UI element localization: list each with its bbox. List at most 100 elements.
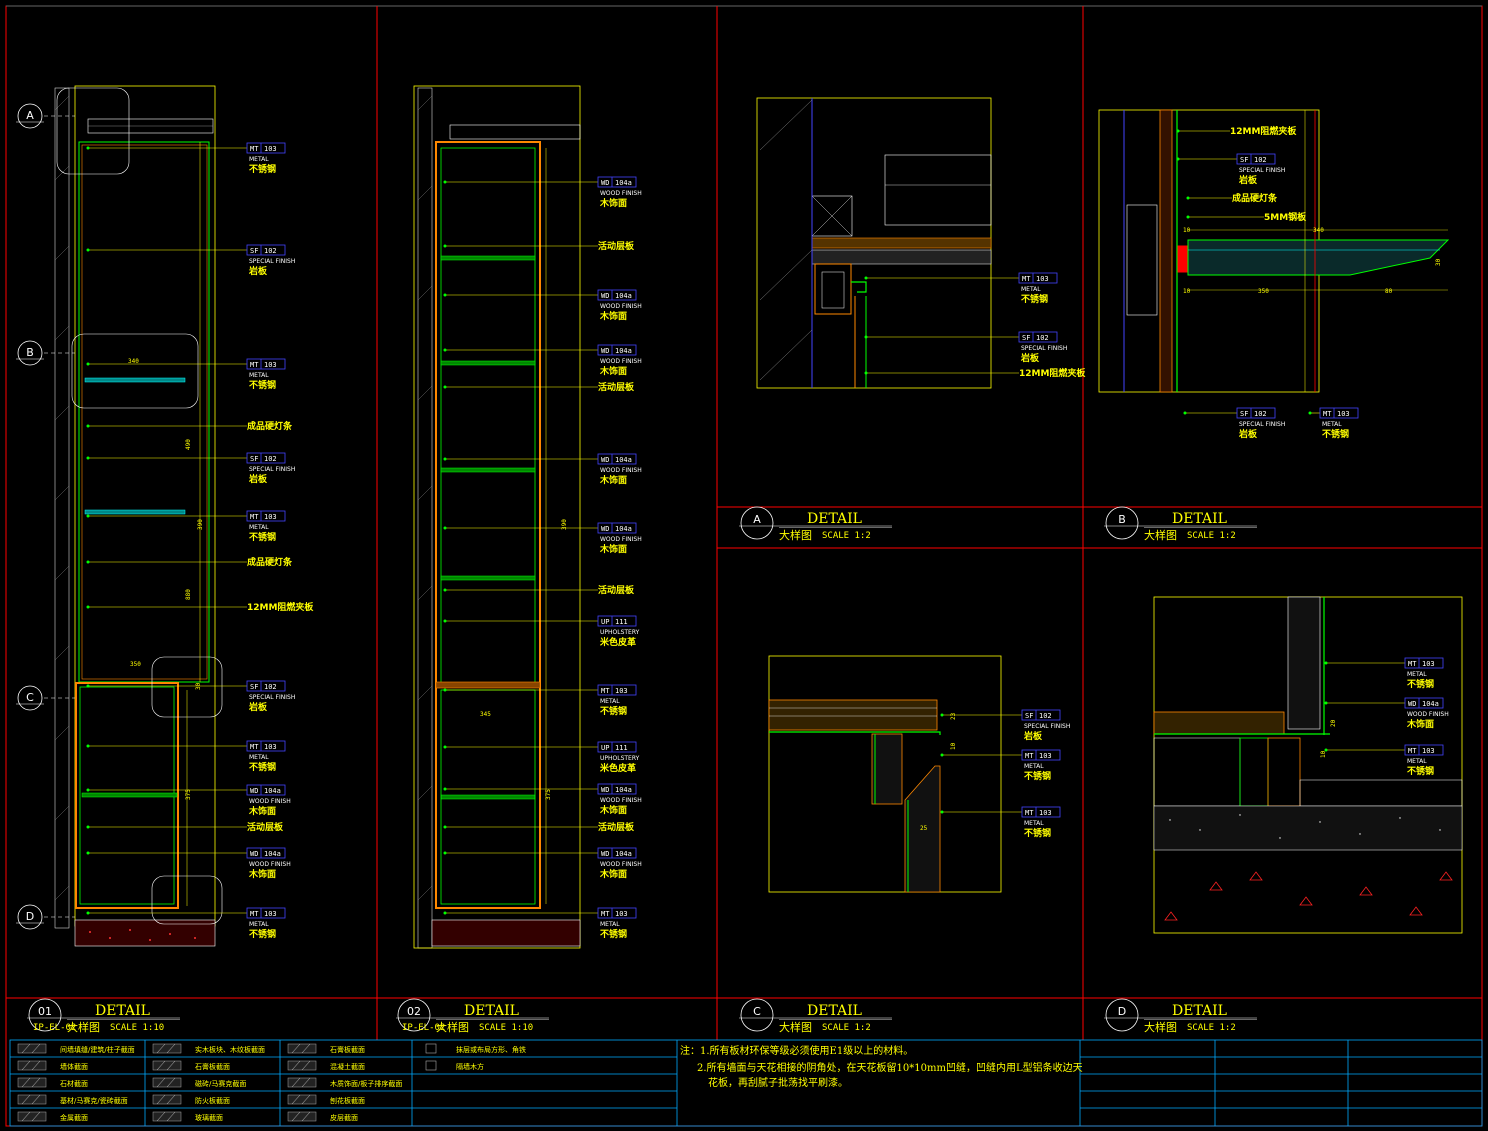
note-label: 活动层板: [598, 381, 635, 393]
dimension-p1-3: 375: [185, 789, 192, 800]
detail-scale: SCALE 1:2: [1187, 1023, 1236, 1033]
material-name-en: SPECIAL FINISH: [249, 694, 295, 701]
panel-01-elevation: [54, 85, 223, 947]
material-name-en: METAL: [249, 921, 269, 928]
material-code: 102: [1254, 410, 1267, 418]
material-tag: WD: [601, 850, 609, 858]
grid-marker-D: D: [16, 904, 75, 930]
material-tag: MT: [250, 743, 259, 751]
material-tag: MT: [1025, 809, 1034, 817]
detail-title-text: DETAIL: [1172, 511, 1227, 527]
legend-entry-8: 木质饰面/板子排序截面: [287, 1077, 402, 1088]
material-tag: SF: [1240, 410, 1248, 418]
legend-text: 石膏板截面: [195, 1062, 230, 1071]
material-tag: SF: [1022, 334, 1030, 342]
pB-label-0: 12MM阻燃夹板: [1176, 125, 1297, 137]
material-tag: MT: [601, 687, 610, 695]
dimension-p1-0: 340: [128, 358, 139, 365]
material-tag: SF: [250, 455, 258, 463]
legend-text: 隔墙木方: [456, 1062, 484, 1071]
detail-number: D: [1118, 1005, 1126, 1018]
legend-entry-12: 金属截面: [17, 1111, 88, 1122]
material-name-cn: 岩板: [248, 473, 268, 485]
dimension-p2-1: 375: [545, 789, 552, 800]
material-code: 102: [264, 683, 277, 691]
detail-ref: IP-EL-02: [402, 1023, 445, 1033]
p1-label-3: 成品硬灯条: [86, 420, 293, 432]
material-code: 103: [264, 145, 277, 153]
material-name-cn: 不锈钢: [249, 379, 276, 391]
material-name-cn: 木饰面: [599, 868, 627, 880]
material-name-en: WOOD FINISH: [600, 467, 642, 474]
legend-entry-2: 石膏板截面: [287, 1043, 365, 1054]
detail-number: A: [753, 513, 761, 526]
p2-label-4: 活动层板: [443, 381, 635, 393]
note-label: 活动层板: [598, 240, 635, 252]
material-name-en: METAL: [1024, 820, 1044, 827]
material-code: 104a: [615, 786, 632, 794]
detail-title-text: DETAIL: [464, 1003, 519, 1019]
material-name-en: SPECIAL FINISH: [249, 466, 295, 473]
material-name-en: UPHOLSTERY: [600, 755, 640, 762]
dimension-pC-0: 23: [950, 712, 957, 720]
legend-text: 石材截面: [60, 1079, 88, 1088]
material-code: 103: [1337, 410, 1350, 418]
material-tag: SF: [250, 683, 258, 691]
legend-text: 实木板块、木纹板截面: [195, 1045, 265, 1054]
material-name-en: UPHOLSTERY: [600, 629, 640, 636]
grid-marker-C: C: [16, 685, 75, 711]
legend-entries: 间墙填缝/建筑/柱子截面实木板块、木纹板截面石膏板截面墙体截面石膏板截面混凝土截…: [17, 1043, 526, 1122]
detail-b-drawing: [1098, 109, 1450, 393]
dimension-pB-2: 80: [1385, 288, 1393, 295]
p1-label-11: 活动层板: [86, 821, 284, 833]
material-code: 102: [1254, 156, 1267, 164]
material-name-cn: 岩板: [248, 701, 268, 713]
legend-entry-0: 间墙填缝/建筑/柱子截面: [17, 1043, 135, 1054]
detail-number: C: [753, 1005, 761, 1018]
material-code: 102: [264, 247, 277, 255]
material-name-en: WOOD FINISH: [600, 861, 642, 868]
material-tag: WD: [601, 456, 609, 464]
legend-entry-16: 隔墙木方: [425, 1060, 484, 1071]
detail-a-drawing: [756, 97, 992, 389]
material-name-cn: 不锈钢: [1021, 293, 1048, 305]
material-code: 104a: [264, 787, 281, 795]
detail-title-text: DETAIL: [807, 511, 862, 527]
note-label: 活动层板: [598, 821, 635, 833]
detail-subtitle: 大样图: [1144, 528, 1177, 542]
detail-number: B: [1118, 513, 1126, 526]
note-label: 12MM阻燃夹板: [247, 601, 314, 613]
detail-scale: SCALE 1:2: [1187, 531, 1236, 541]
material-name-cn: 不锈钢: [1024, 827, 1051, 839]
note-label: 活动层板: [598, 584, 635, 596]
material-tag: MT: [1408, 747, 1417, 755]
legend-text: 玻璃截面: [195, 1113, 223, 1122]
material-tag: MT: [1022, 275, 1031, 283]
legend-text: 石膏板截面: [330, 1045, 365, 1054]
material-name-cn: 不锈钢: [1322, 428, 1349, 440]
material-name-cn: 米色皮革: [599, 636, 636, 648]
material-tag: WD: [601, 292, 609, 300]
dimension-pD-1: 10: [1320, 750, 1327, 758]
material-code: 104a: [264, 850, 281, 858]
material-tag: WD: [601, 786, 609, 794]
material-code: 103: [1039, 809, 1052, 817]
panel-dividers: [6, 6, 1482, 1040]
